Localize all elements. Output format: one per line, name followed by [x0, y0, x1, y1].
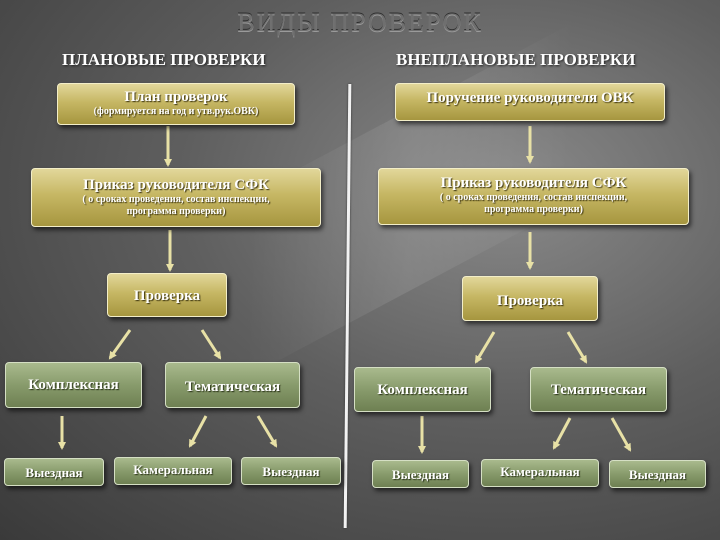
left-plan-title: План проверок	[124, 89, 228, 105]
arrow-left-check-to-thematic	[200, 329, 222, 360]
arrow-right-check-to-thematic	[566, 331, 588, 364]
unplanned-heading: ВНЕПЛАНОВЫЕ ПРОВЕРКИ	[396, 50, 636, 69]
arrow-left-check-to-complex	[108, 329, 132, 360]
right-complex-box: Комплексная	[354, 367, 491, 412]
left-desk-box: Камеральная	[114, 457, 232, 485]
left-order-title: Приказ руководителя СФК	[83, 177, 269, 193]
right-check-box: Проверка	[462, 276, 598, 321]
right-order-sub2: программа проверки)	[484, 204, 583, 215]
right-desk-box: Камеральная	[481, 459, 599, 487]
right-order-request-box: Поручение руководителя ОВК	[395, 83, 665, 121]
arrow-left-thematic-to-onsite	[256, 415, 278, 448]
right-onsite-box-2: Выездная	[609, 460, 706, 488]
arrow-right-thematic-to-onsite	[610, 417, 632, 452]
arrow-left-thematic-to-desk	[188, 415, 208, 448]
left-order-sub2: программа проверки)	[126, 206, 226, 217]
left-plan-box: План проверок (формируется на год и утв.…	[57, 83, 295, 125]
left-check-box: Проверка	[107, 273, 227, 317]
arrow-right-check-to-complex	[474, 331, 496, 364]
left-complex-box: Комплексная	[5, 362, 142, 408]
page-title: ВИДЫ ПРОВЕРОК	[237, 8, 483, 37]
right-order-box: Приказ руководителя СФК ( о сроках прове…	[378, 168, 689, 225]
left-onsite-box-2: Выездная	[241, 457, 341, 485]
right-onsite-box-1: Выездная	[372, 460, 469, 488]
planned-heading: ПЛАНОВЫЕ ПРОВЕРКИ	[62, 50, 266, 69]
left-order-sub1: ( о сроках проведения, состав инспекции,	[82, 194, 270, 205]
left-order-box: Приказ руководителя СФК ( о сроках прове…	[31, 168, 321, 227]
left-thematic-box: Тематическая	[165, 362, 300, 408]
arrow-right-thematic-to-desk	[552, 417, 572, 450]
right-order-title: Приказ руководителя СФК	[440, 175, 627, 191]
left-onsite-box-1: Выездная	[4, 458, 104, 486]
left-plan-subtitle: (формируется на год и утв.рук.ОВК)	[93, 106, 259, 117]
right-thematic-box: Тематическая	[530, 367, 667, 412]
right-order-sub1: ( о сроках проведения, состав инспекции,	[439, 192, 628, 203]
